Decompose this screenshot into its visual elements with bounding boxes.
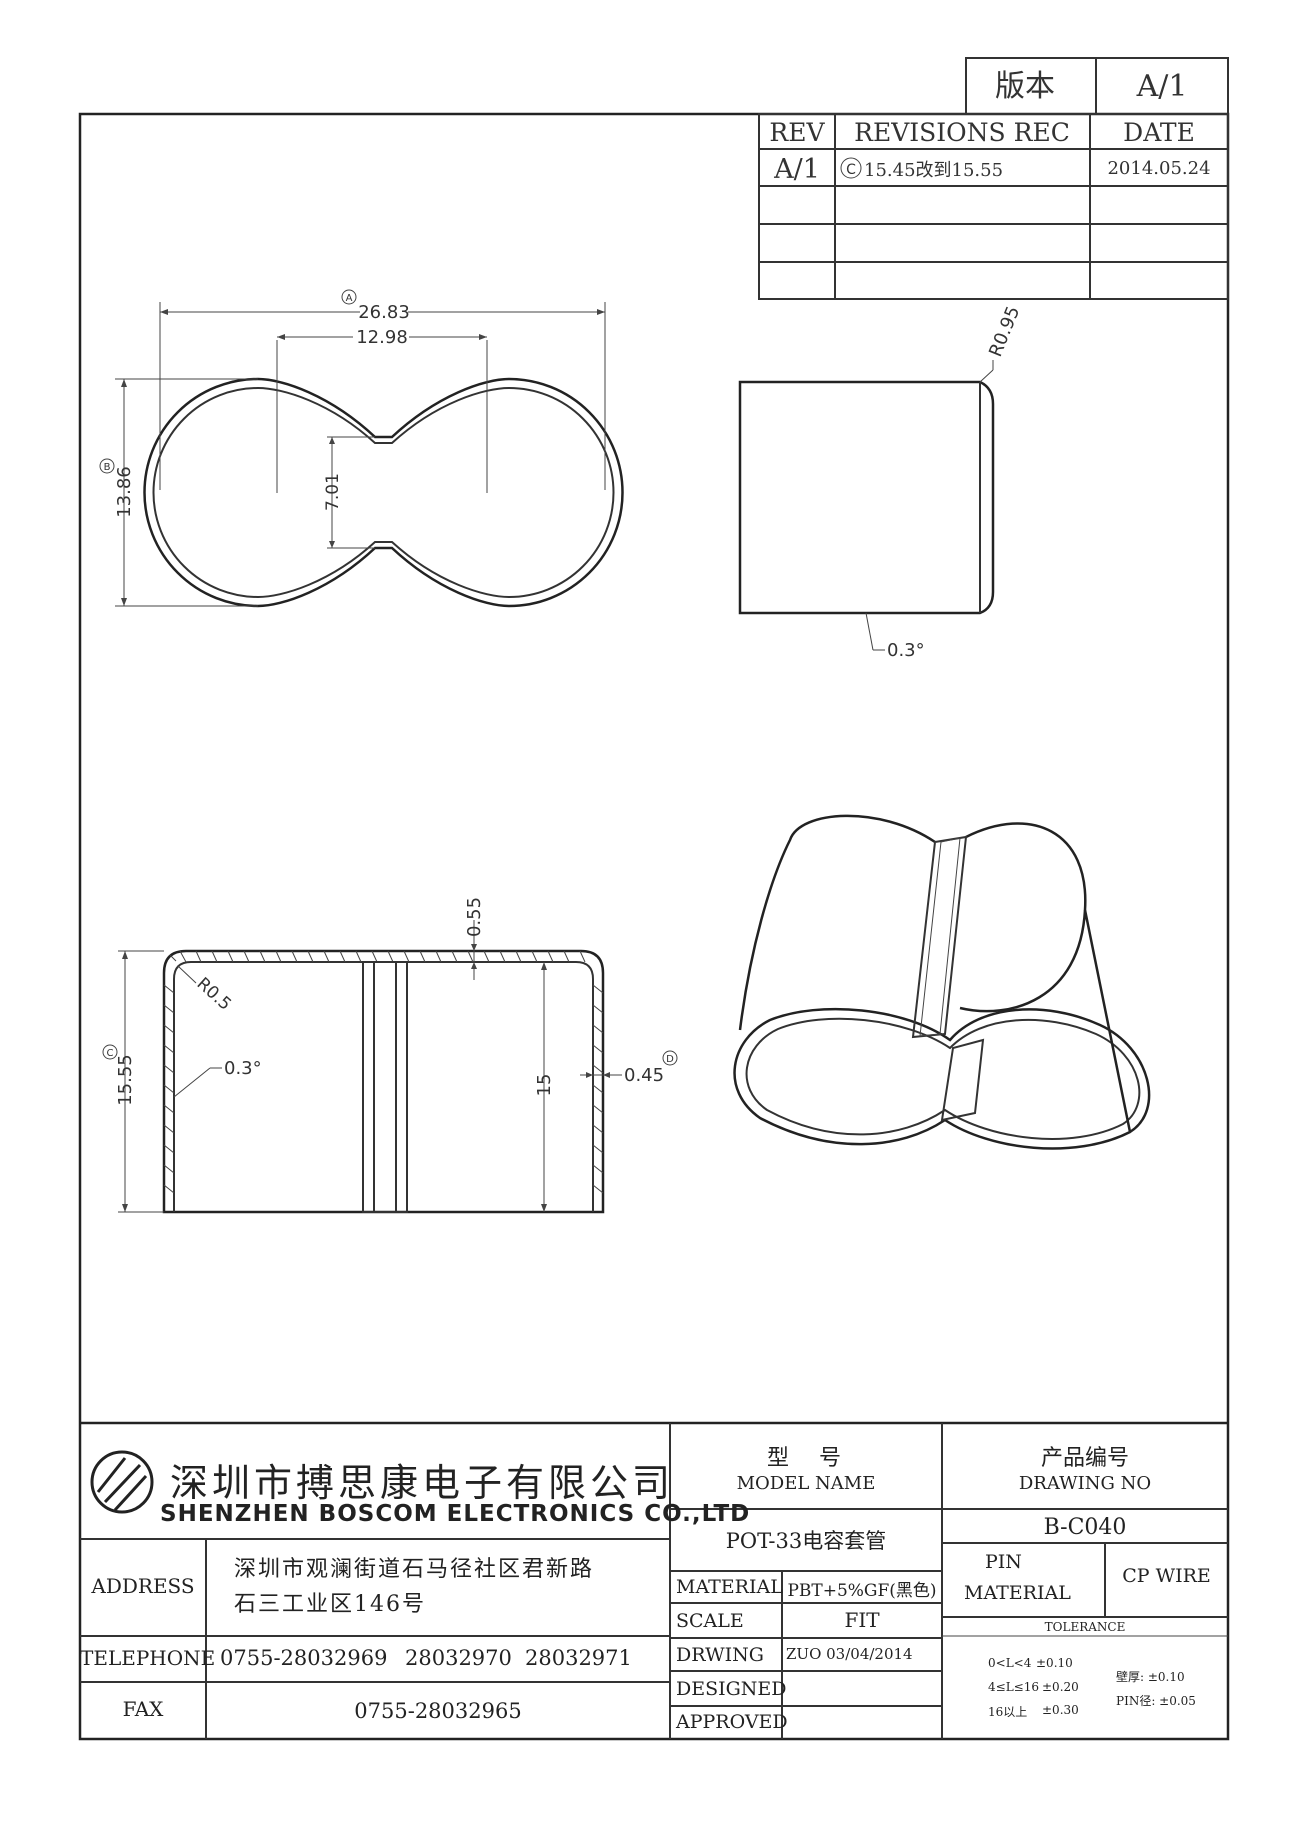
tolerance-value-2: ±0.20 (1042, 1680, 1079, 1694)
tolerance-range-2: 4≤L≤16 (988, 1680, 1039, 1694)
top-view: 26.83 A 12.98 13.86 B 7.01 (99, 289, 624, 608)
model-label-en: MODEL NAME (736, 1473, 876, 1494)
drawing-no-value: B-C040 (1043, 1515, 1127, 1540)
title-block (80, 1421, 1228, 1739)
revisions-table: REV REVISIONS REC DATE A/1 C 15.45改到15.5… (758, 113, 1229, 300)
address-label: ADDRESS (91, 1574, 195, 1598)
dim-wall: 0.55 (464, 897, 485, 937)
pin-material-label: MATERIAL (964, 1582, 1071, 1604)
revision-mark: C (846, 162, 856, 178)
pin-material-value: CP WIRE (1122, 1565, 1211, 1587)
dim-mark-d: D (666, 1054, 674, 1065)
dim-inner-width: 12.98 (356, 327, 408, 348)
version-value: A/1 (1136, 69, 1188, 104)
company-name-en: SHENZHEN BOSCOM ELECTRONICS CO.,LTD (160, 1501, 751, 1527)
dim-section-radius: R0.5 (193, 974, 235, 1015)
revision-row-rec: 15.45改到15.55 (864, 160, 1003, 181)
revision-row-rev: A/1 (773, 154, 820, 185)
material-value: PBT+5%GF(黑色) (787, 1581, 937, 1601)
dim-mark-a: A (346, 293, 353, 304)
revisions-rec-header: REVISIONS REC (854, 118, 1070, 147)
tolerance-range-3: 16以上 (988, 1705, 1028, 1719)
dim-width: 26.83 (358, 302, 410, 323)
telephone-2: 28032970 (405, 1646, 512, 1670)
iso-view (733, 814, 1151, 1150)
revision-mark-icon (840, 157, 862, 179)
dim-mark-c-icon (102, 1044, 118, 1060)
material-label: MATERIAL (676, 1576, 783, 1598)
address-line-1: 深圳市观澜街道石马径社区君新路 (234, 1557, 595, 1582)
dim-thickness: 0.45 (624, 1065, 664, 1086)
drawing-no-label-cn: 产品编号 (1040, 1446, 1129, 1471)
tolerance-label: TOLERANCE (1044, 1620, 1126, 1634)
dim-neck: 7.01 (323, 473, 343, 511)
sheet-border (78, 112, 1230, 1741)
telephone-label: TELEPHONE (80, 1646, 216, 1670)
dim-section-inner: 15 (534, 1074, 555, 1097)
tolerance-wall: 壁厚: ±0.10 (1116, 1670, 1185, 1684)
side-view: R0.95 0.3° (738, 303, 1024, 661)
section-view: 15.55 C 15 0.55 0.45 D R0.5 0.3° (102, 897, 678, 1214)
telephone-1: 0755-28032969 (220, 1646, 388, 1670)
dim-mark-c: C (107, 1048, 114, 1059)
dim-section-height: 15.55 (115, 1054, 136, 1106)
drawing-no-label-en: DRAWING NO (1018, 1473, 1152, 1494)
dim-mark-b-icon (99, 458, 115, 474)
fax-label: FAX (122, 1697, 164, 1721)
tolerance-value-1: ±0.10 (1036, 1656, 1073, 1670)
pin-label: PIN (985, 1551, 1022, 1573)
dim-section-angle: 0.3° (224, 1058, 262, 1079)
revision-row-date: 2014.05.24 (1107, 158, 1210, 179)
dim-mark-a-icon (341, 289, 357, 305)
tolerance-value-3: ±0.30 (1042, 1703, 1079, 1717)
dim-height: 13.86 (114, 466, 135, 518)
dim-mark-b: B (104, 462, 111, 473)
telephone-3: 28032971 (525, 1646, 632, 1670)
company-logo (90, 1450, 154, 1514)
drawing-label: DRWING (676, 1644, 764, 1666)
dim-mark-d-icon (662, 1050, 678, 1066)
dim-side-angle: 0.3° (887, 640, 925, 661)
approved-label: APPROVED (676, 1711, 788, 1733)
version-box: 版本 A/1 (965, 57, 1229, 115)
fax-number: 0755-28032965 (354, 1699, 522, 1723)
date-header: DATE (1123, 118, 1195, 147)
rev-header: REV (769, 118, 825, 147)
tolerance-pin: PIN径: ±0.05 (1116, 1694, 1196, 1708)
company-name-cn: 深圳市搏思康电子有限公司 (170, 1461, 675, 1505)
model-label-cn: 型 号 (766, 1446, 845, 1471)
address-line-2: 石三工业区146号 (234, 1592, 426, 1617)
scale-label: SCALE (676, 1610, 744, 1632)
scale-value: FIT (844, 1608, 880, 1632)
version-label: 版本 (995, 69, 1055, 104)
model-value: POT-33电容套管 (725, 1529, 887, 1553)
tolerance-range-1: 0<L<4 (988, 1656, 1032, 1670)
drawing-value: ZUO 03/04/2014 (786, 1645, 913, 1663)
dim-side-radius: R0.95 (985, 303, 1024, 360)
designed-label: DESIGNED (676, 1678, 787, 1700)
